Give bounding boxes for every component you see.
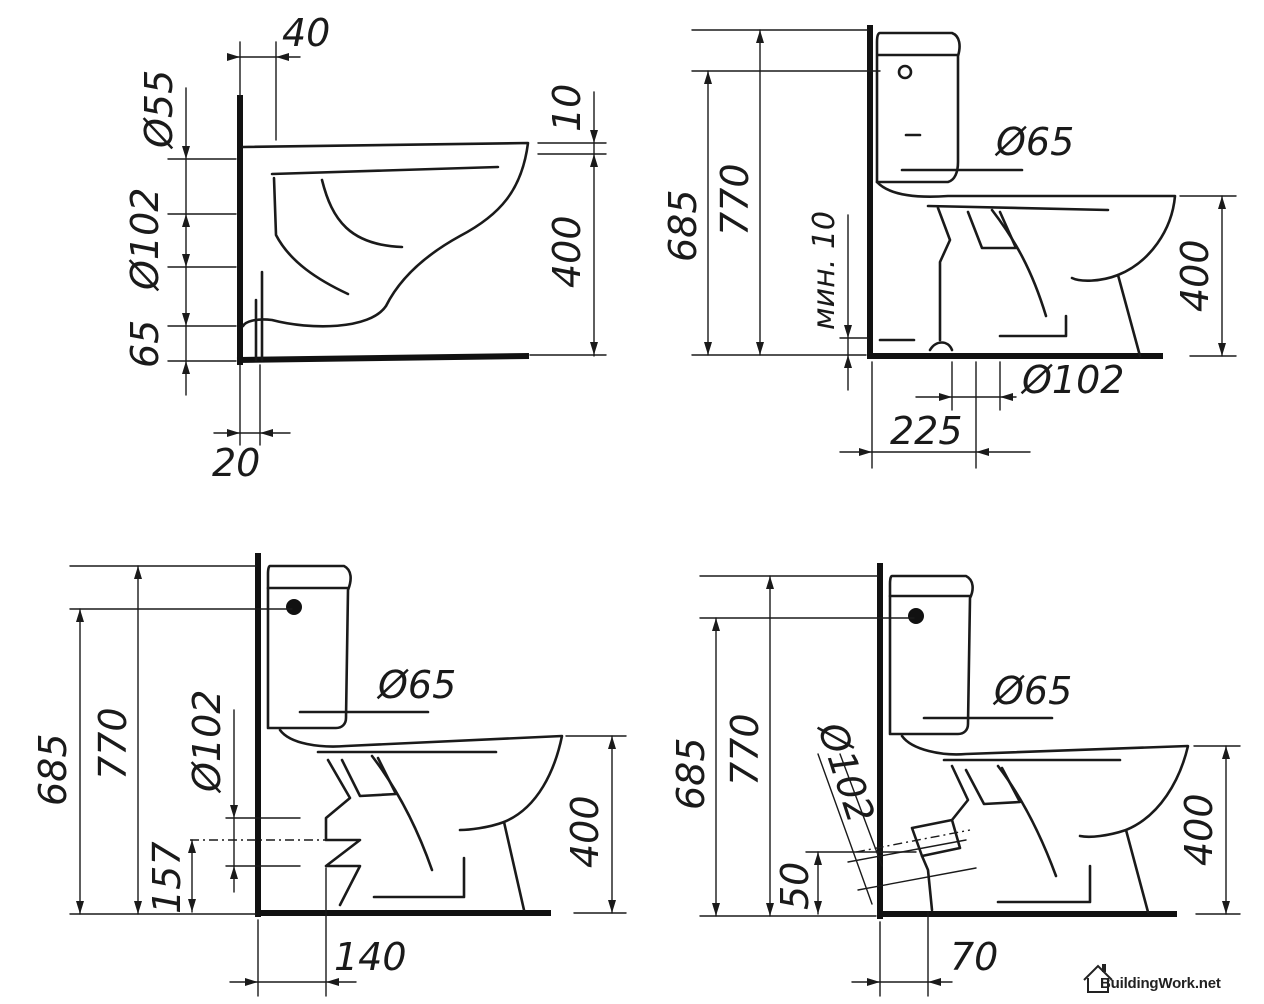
bowl-inner-front xyxy=(272,176,350,296)
rim-line xyxy=(270,165,500,176)
dim-400: 400 xyxy=(545,215,589,288)
floor-toilet-rear-outlet-drawing: 685 770 мин. 10 Ø65 400 Ø102 225 xyxy=(661,25,1237,469)
dim-140: 140 xyxy=(334,935,407,979)
dim-20: 20 xyxy=(212,441,260,485)
dim-65: 65 xyxy=(123,320,167,368)
dim-685: 685 xyxy=(31,733,75,806)
dim-770: 770 xyxy=(713,163,757,236)
cistern xyxy=(888,574,974,736)
flush-button-icon xyxy=(897,64,913,80)
dim-40: 40 xyxy=(282,11,330,55)
flush-pipe xyxy=(254,270,264,362)
bowl-outline xyxy=(900,734,1190,839)
dim-dia-102: Ø102 xyxy=(1020,358,1124,402)
wall-hung-toilet-drawing: 40 Ø55 Ø102 65 10 400 20 xyxy=(123,11,607,485)
bowl-outline xyxy=(875,180,1177,282)
watermark-logo xyxy=(1083,964,1113,993)
dim-dia-65: Ø65 xyxy=(376,663,456,707)
dim-50: 50 xyxy=(773,862,817,910)
flush-button-icon xyxy=(286,599,302,615)
dim-dia-102: Ø102 xyxy=(809,715,883,828)
dim-685: 685 xyxy=(661,189,705,262)
dim-dia-65: Ø65 xyxy=(994,120,1074,164)
dim-770: 770 xyxy=(91,707,135,780)
dim-770: 770 xyxy=(723,713,767,786)
dim-400: 400 xyxy=(1173,239,1217,312)
cistern xyxy=(266,564,352,730)
bowl-inner-back xyxy=(320,178,404,249)
dim-70: 70 xyxy=(950,935,998,979)
dim-685: 685 xyxy=(669,737,713,810)
dim-10: 10 xyxy=(545,84,589,132)
dim-400: 400 xyxy=(1177,793,1221,866)
bowl-outline xyxy=(241,141,530,328)
dim-dia-55: Ø55 xyxy=(137,70,181,150)
dim-225: 225 xyxy=(890,409,963,453)
house-icon xyxy=(1083,964,1113,993)
dim-dia-65: Ø65 xyxy=(992,669,1072,713)
floor-toilet-horizontal-outlet-drawing: 685 770 Ø102 157 Ø65 400 140 xyxy=(31,553,627,997)
dim-157: 157 xyxy=(145,841,189,914)
watermark-text: BuildingWork.net xyxy=(1100,975,1221,992)
flush-button-icon xyxy=(908,608,924,624)
bowl-outline xyxy=(278,728,564,832)
floor-toilet-oblique-outlet-drawing: 685 770 Ø102 50 Ø65 400 70 xyxy=(669,563,1241,997)
cistern xyxy=(875,31,961,184)
dim-dia-102: Ø102 xyxy=(123,188,167,292)
dim-dia-102: Ø102 xyxy=(185,690,229,794)
dim-min-10: мин. 10 xyxy=(807,211,842,330)
dim-400: 400 xyxy=(563,795,607,868)
floor-line xyxy=(236,352,530,364)
